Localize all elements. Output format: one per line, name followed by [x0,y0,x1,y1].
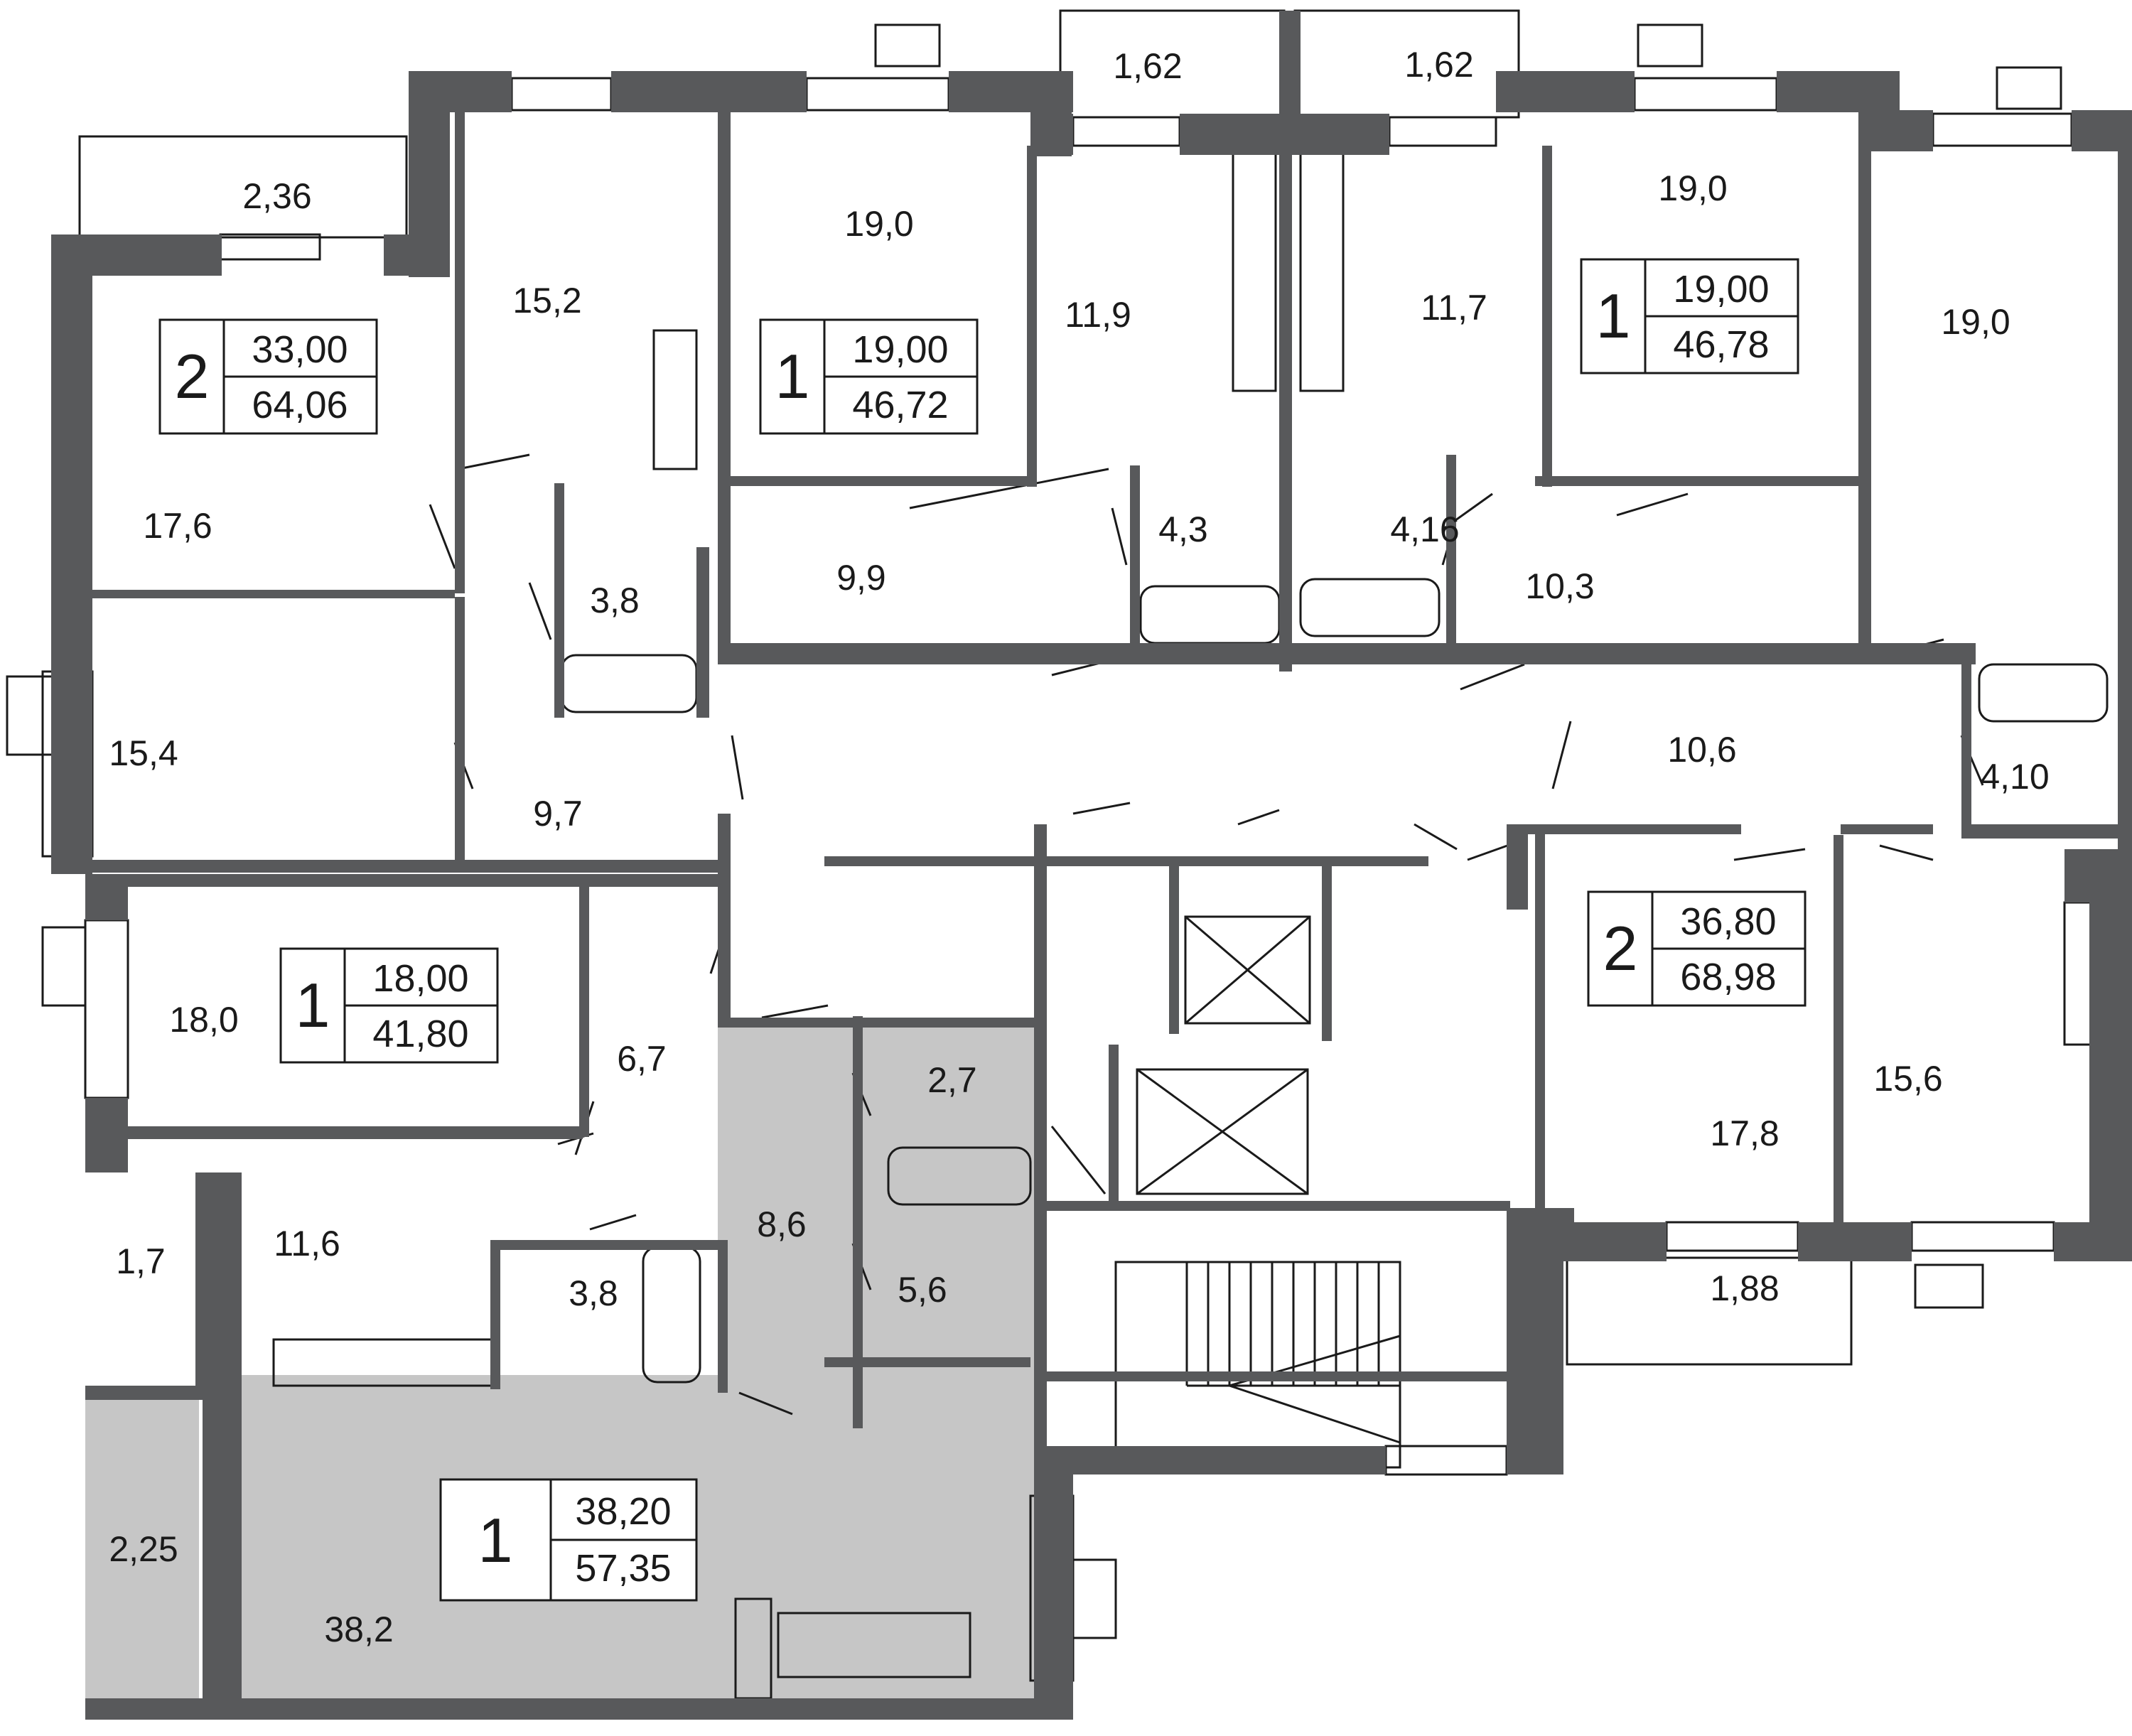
apartment-total-area: 68,98 [1680,956,1776,998]
apartment-badge[interactable]: 1 18,00 41,80 [279,947,499,1064]
walls [51,11,2132,1720]
room-area-1-62: 1,62 [1404,45,1473,85]
apartment-living-area: 38,20 [575,1490,671,1533]
apartment-badge[interactable]: 2 36,80 68,98 [1587,890,1807,1007]
room-area-4-16: 4,16 [1390,510,1459,549]
apartment-room-count: 1 [775,341,810,411]
apartment-total-area: 41,80 [372,1013,468,1055]
room-area-1-62: 1,62 [1113,46,1182,86]
apartment-total-area: 46,78 [1673,323,1769,366]
room-area-11-6: 11,6 [274,1224,340,1263]
room-area-15-2: 15,2 [512,281,581,320]
apartment-living-area: 33,00 [252,328,348,371]
room-area-17-8: 17,8 [1710,1114,1779,1153]
apartment-total-area: 64,06 [252,384,348,426]
apartment-badge[interactable]: 2 33,00 64,06 [158,318,378,435]
room-area-38-2: 38,2 [324,1610,393,1649]
room-area-2-36: 2,36 [242,176,311,216]
room-area-19-0: 19,0 [844,204,913,244]
apartment-living-area: 36,80 [1680,900,1776,943]
room-area-15-4: 15,4 [109,733,178,773]
apartment-badge[interactable]: 1 19,00 46,72 [759,318,979,435]
apartment-room-count: 1 [296,970,330,1040]
room-area-19-0: 19,0 [1658,168,1727,208]
apartment-room-count: 1 [478,1505,513,1575]
room-area-3-8: 3,8 [590,581,640,620]
room-area-4-10: 4,10 [1980,757,2049,797]
room-area-17-6: 17,6 [143,506,212,546]
room-area-10-6: 10,6 [1667,730,1736,770]
apartment-living-area: 19,00 [852,328,948,371]
room-area-2-7: 2,7 [927,1060,977,1100]
apartment-badge[interactable]: 1 38,20 57,35 [439,1478,698,1602]
apartment-total-area: 46,72 [852,384,948,426]
apartment-badges: 2 33,00 64,06 1 19,00 46,72 1 19,00 46,7… [158,258,1807,1602]
room-area-15-6: 15,6 [1873,1059,1942,1099]
apartment-living-area: 18,00 [372,957,468,1000]
room-labels: 2,36 15,2 19,0 1,62 1,62 11,9 11,7 19,0 … [109,45,2049,1649]
room-area-5-6: 5,6 [898,1270,947,1310]
room-area-8-6: 8,6 [757,1204,807,1244]
room-area-19-0: 19,0 [1941,302,2010,342]
room-area-11-9: 11,9 [1065,295,1131,335]
apartment-room-count: 2 [175,341,210,411]
room-area-11-7: 11,7 [1421,288,1487,328]
room-area-1-88: 1,88 [1710,1268,1779,1308]
room-area-9-7: 9,7 [533,794,583,834]
apartment-badge[interactable]: 1 19,00 46,78 [1580,258,1799,374]
room-area-2-25: 2,25 [109,1529,178,1569]
room-area-6-7: 6,7 [617,1039,667,1079]
room-area-4-3: 4,3 [1158,510,1208,549]
apartment-living-area: 19,00 [1673,268,1769,311]
room-area-10-3: 10,3 [1525,566,1594,606]
room-area-9-9: 9,9 [836,558,886,598]
apartment-room-count: 2 [1603,913,1638,983]
room-area-1-7: 1,7 [116,1241,166,1281]
apartment-room-count: 1 [1596,281,1631,351]
room-area-3-8: 3,8 [569,1273,618,1313]
room-area-18-0: 18,0 [169,1000,238,1040]
apartment-total-area: 57,35 [575,1547,671,1590]
